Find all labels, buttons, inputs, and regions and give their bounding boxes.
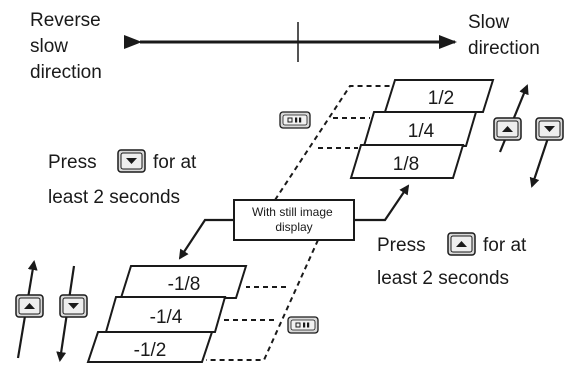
arrow-to-forward <box>354 184 410 222</box>
press-down-suffix: for at <box>153 152 197 173</box>
dashed-link-reverse <box>206 239 319 361</box>
down-button-right <box>535 117 564 141</box>
slow-direction-label: Slow direction <box>468 12 540 59</box>
reverse-direction-label: Reverse slow direction <box>30 10 106 83</box>
speed-label-1-2: 1/2 <box>428 88 454 109</box>
speed-label-minus-1-8: -1/8 <box>168 274 201 295</box>
speed-label-minus-1-2: -1/2 <box>134 340 167 361</box>
pause-icon-lower <box>287 316 319 334</box>
dashed-link-forward <box>274 85 392 201</box>
speed-box-1-2 <box>383 79 495 113</box>
speed-box-minus-1-2 <box>86 331 214 363</box>
speed-box-1-4 <box>362 111 478 147</box>
down-button-left <box>59 294 88 318</box>
speed-label-1-8: 1/8 <box>393 154 419 175</box>
speed-label-minus-1-4: -1/4 <box>150 307 183 328</box>
inline-up-button <box>447 232 476 256</box>
up-button-left <box>15 294 44 318</box>
speed-box-minus-1-4 <box>104 296 227 333</box>
inline-down-button <box>117 149 146 173</box>
press-down-duration: least 2 seconds <box>48 187 180 208</box>
speed-box-minus-1-8 <box>119 265 248 299</box>
press-down-label: Press <box>48 152 97 173</box>
still-image-label: With still image display <box>252 205 336 234</box>
speed-label-1-4: 1/4 <box>408 121 435 142</box>
pause-icon-upper <box>279 111 311 129</box>
speed-box-1-8 <box>349 144 465 179</box>
press-up-duration: least 2 seconds <box>377 268 509 289</box>
press-up-suffix: for at <box>483 235 527 256</box>
arrow-to-reverse <box>178 218 234 260</box>
press-up-label: Press <box>377 235 426 256</box>
up-button-right <box>493 117 522 141</box>
